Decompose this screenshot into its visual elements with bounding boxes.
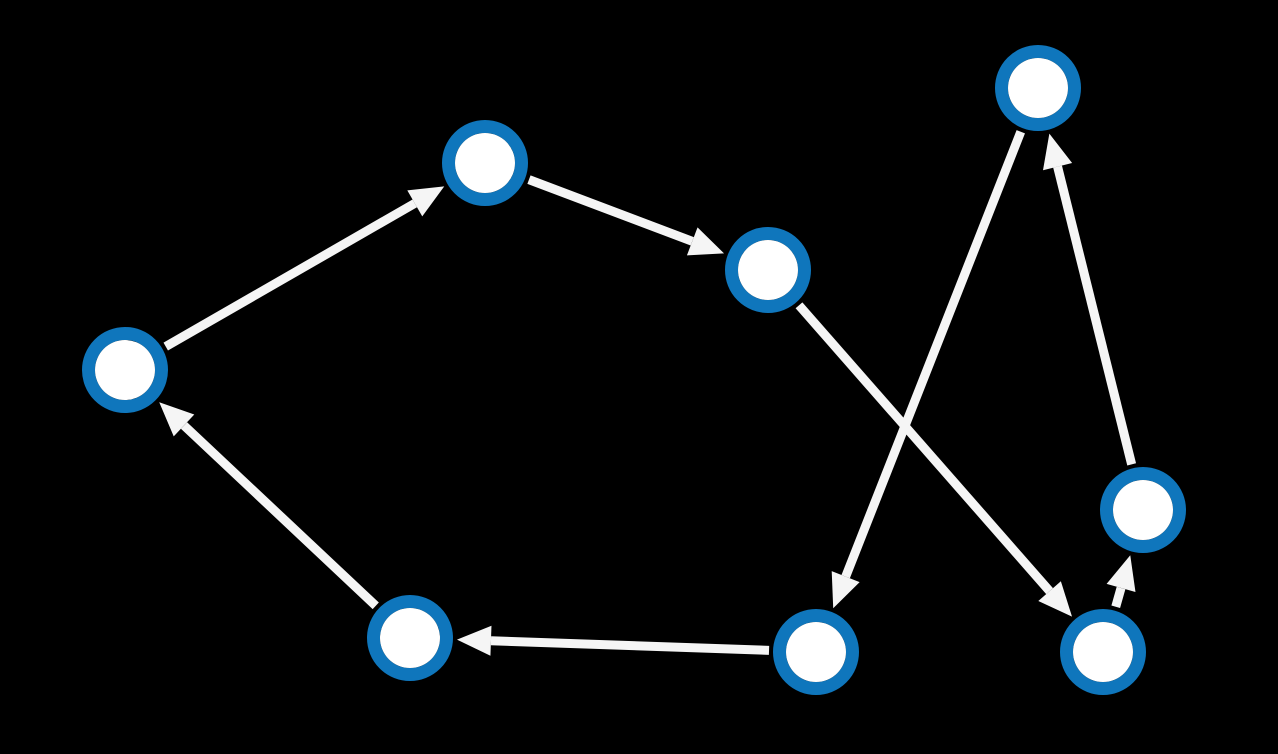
node-bottom-left-ring[interactable] [367, 595, 453, 681]
edge-left-to-upper-left-arrowhead [407, 186, 445, 217]
edge-bottom-left-to-left-line [180, 422, 379, 610]
node-left-ring[interactable] [82, 327, 168, 413]
node-upper-middle-core[interactable] [738, 240, 798, 300]
node-upper-left-core[interactable] [455, 133, 515, 193]
node-bottom-left[interactable] [367, 595, 453, 681]
edge-left-to-upper-left-line [163, 199, 418, 351]
node-bottom-right-ring[interactable] [1060, 609, 1146, 695]
edge-bottom-middle-to-bottom-left-arrowhead [456, 625, 492, 656]
node-layer [82, 45, 1186, 695]
node-upper-middle-ring[interactable] [725, 227, 811, 313]
node-right-middle-core[interactable] [1113, 480, 1173, 540]
edge-top-right-to-bottom-middle-line [841, 130, 1025, 579]
edge-bottom-middle-to-bottom-left-line [490, 636, 770, 655]
node-bottom-right[interactable] [1060, 609, 1146, 695]
edge-bottom-left-to-left-arrowhead [159, 402, 195, 437]
node-right-middle[interactable] [1100, 467, 1186, 553]
node-top-right-ring[interactable] [995, 45, 1081, 131]
node-left[interactable] [82, 327, 168, 413]
edge-bottom-left-to-left [159, 402, 379, 610]
node-bottom-right-core[interactable] [1073, 622, 1133, 682]
edge-bottom-right-to-right-middle-arrowhead [1106, 555, 1136, 593]
node-bottom-middle-ring[interactable] [773, 609, 859, 695]
edge-bottom-middle-to-bottom-left [456, 625, 770, 656]
node-upper-left[interactable] [442, 120, 528, 206]
edge-right-middle-to-top-right-line [1053, 165, 1137, 466]
edge-right-middle-to-top-right-arrowhead [1043, 133, 1073, 171]
edge-top-right-to-bottom-middle-arrowhead [831, 571, 860, 609]
node-top-right-core[interactable] [1008, 58, 1068, 118]
edge-upper-left-to-upper-middle [527, 175, 725, 256]
edge-upper-middle-to-bottom-right [795, 302, 1073, 617]
node-bottom-left-core[interactable] [380, 608, 440, 668]
node-left-core[interactable] [95, 340, 155, 400]
edge-upper-middle-to-bottom-right-arrowhead [1038, 581, 1073, 617]
edge-left-to-upper-left [163, 186, 445, 351]
node-upper-middle[interactable] [725, 227, 811, 313]
edge-bottom-right-to-right-middle-line [1111, 586, 1126, 608]
node-bottom-middle[interactable] [773, 609, 859, 695]
edge-upper-left-to-upper-middle-arrowhead [686, 227, 725, 256]
node-right-middle-ring[interactable] [1100, 467, 1186, 553]
edge-bottom-right-to-right-middle [1106, 555, 1136, 608]
node-top-right[interactable] [995, 45, 1081, 131]
edge-upper-left-to-upper-middle-line [527, 175, 694, 246]
edge-top-right-to-bottom-middle [831, 130, 1025, 609]
node-bottom-middle-core[interactable] [786, 622, 846, 682]
node-upper-left-ring[interactable] [442, 120, 528, 206]
edge-right-middle-to-top-right [1043, 133, 1137, 466]
edge-layer [159, 130, 1137, 656]
edge-upper-middle-to-bottom-right-line [795, 302, 1053, 595]
